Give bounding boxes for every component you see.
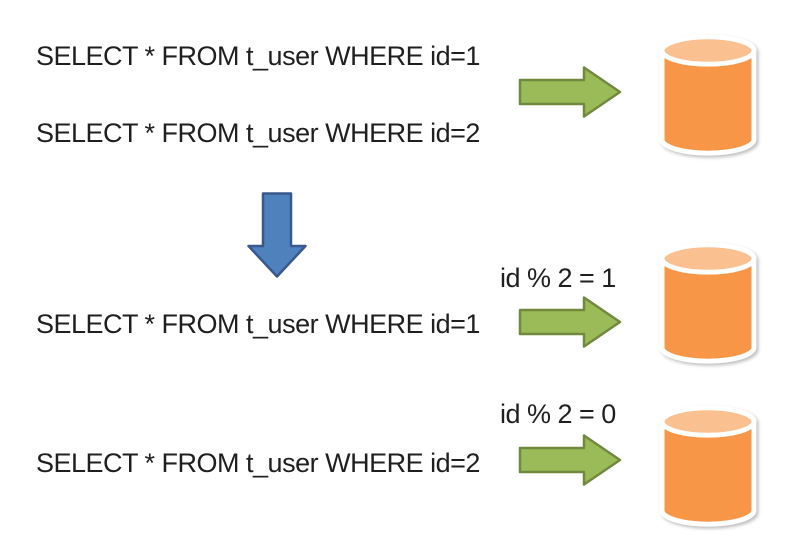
sql-query-after-1: SELECT * FROM t_user WHERE id=1 xyxy=(36,309,480,339)
right-arrow-shape xyxy=(518,296,622,348)
right-arrow-icon xyxy=(518,296,622,348)
right-arrow-shape xyxy=(518,434,622,486)
database-cylinder-icon xyxy=(659,242,757,364)
cylinder-top xyxy=(659,242,757,275)
shard-rule-label-2: id % 2 = 0 xyxy=(500,399,616,429)
shard-rule-label-1: id % 2 = 1 xyxy=(500,263,616,293)
cylinder-body xyxy=(659,256,757,364)
down-arrow-shape xyxy=(247,192,307,278)
right-arrow-icon xyxy=(518,434,622,486)
database-cylinder-icon xyxy=(659,34,757,156)
sql-query-after-2: SELECT * FROM t_user WHERE id=2 xyxy=(36,448,480,478)
sql-query-before-2: SELECT * FROM t_user WHERE id=2 xyxy=(36,118,480,148)
sql-query-before-1: SELECT * FROM t_user WHERE id=1 xyxy=(36,41,480,71)
cylinder-top xyxy=(659,405,757,438)
right-arrow-shape xyxy=(518,66,622,118)
down-arrow-icon xyxy=(247,192,307,278)
cylinder-body xyxy=(659,48,757,156)
right-arrow-icon xyxy=(518,66,622,118)
cylinder-top xyxy=(659,34,757,67)
database-cylinder-icon xyxy=(659,405,757,527)
cylinder-body xyxy=(659,419,757,527)
